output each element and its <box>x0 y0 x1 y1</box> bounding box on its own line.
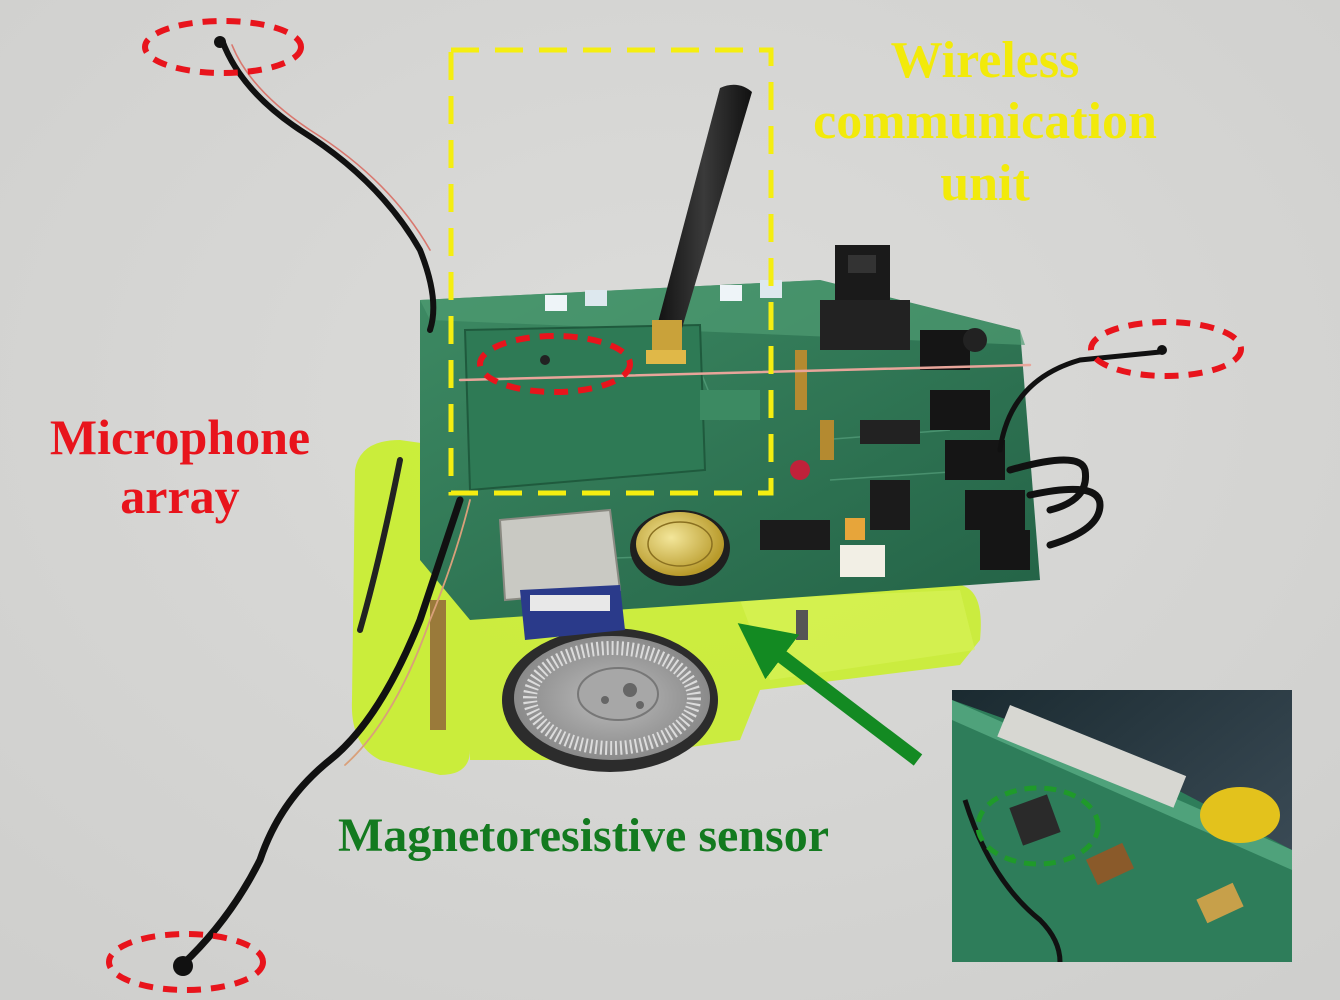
wireless-label-line-1: Wireless <box>890 32 1080 89</box>
sd-card-icon <box>498 508 625 640</box>
microphone-label-line-1: Microphone <box>49 409 311 465</box>
wireless-label-line-3: unit <box>940 154 1030 212</box>
microphone-icon <box>173 36 1167 976</box>
coin-cell-battery-icon <box>630 510 730 586</box>
antenna-icon <box>646 84 752 364</box>
microphone-label-line-2: array <box>120 468 240 524</box>
microphone-cable-left <box>178 37 471 969</box>
sensor-highlight-ellipse <box>975 785 1101 867</box>
microphone-array-label: Microphone array <box>20 408 340 526</box>
microphone-highlight-ellipses <box>106 18 1244 993</box>
magnetoresistive-sensor-label: Magnetoresistive sensor <box>338 809 830 862</box>
wireless-unit-highlight-box <box>448 47 774 496</box>
voltage-regulator <box>820 245 910 350</box>
wireless-communication-unit-label: Wireless communication unit <box>790 30 1180 214</box>
wireless-label-line-2: communication <box>813 93 1157 151</box>
magnetoresistive-pointer-arrow <box>737 623 923 766</box>
connector-jack-icon <box>920 328 1030 570</box>
microphone-cables <box>458 349 1163 549</box>
sensor-closeup-inset <box>952 690 1292 963</box>
wheel-encoder-icon <box>502 628 718 772</box>
